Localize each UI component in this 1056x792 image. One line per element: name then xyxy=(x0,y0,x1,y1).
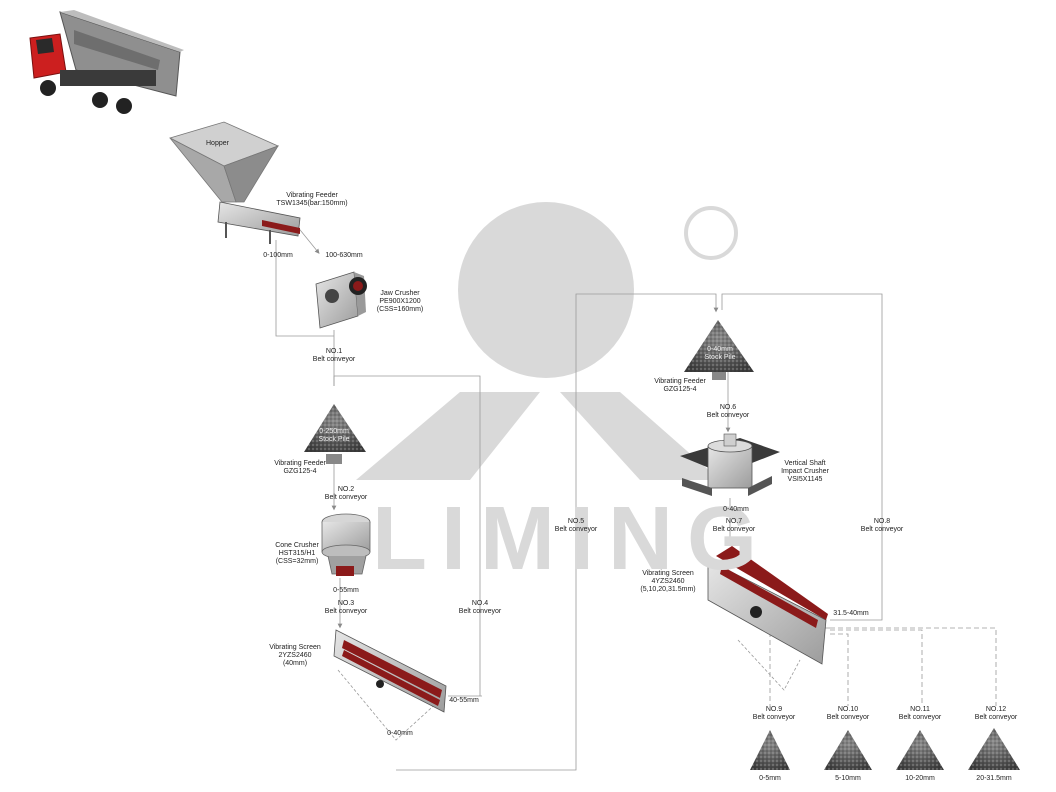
hopper xyxy=(168,121,280,203)
label-line: Belt conveyor xyxy=(554,526,598,533)
label-line: 2YZS2460 xyxy=(278,652,312,659)
label-line: 4YZS2460 xyxy=(651,578,685,585)
label-line: NO.10 xyxy=(837,706,859,713)
vibrating-feeder-main xyxy=(217,201,301,244)
vsi-crusher xyxy=(680,433,780,496)
label-line: VSI5X1145 xyxy=(787,476,823,483)
cone-crusher-label: Cone Crusher HST315/H1 (CSS=32mm) xyxy=(262,542,332,566)
label-line: NO.8 xyxy=(873,518,891,525)
label-line: 0-40mm xyxy=(707,346,733,353)
label-line: Belt conveyor xyxy=(312,356,356,363)
watermark-brand-text: LIMING xyxy=(372,489,771,589)
label-line: Vibrating Screen xyxy=(642,570,694,577)
product-label-3: 10-20mm xyxy=(905,775,935,782)
label-line: (CSS=160mm) xyxy=(376,306,424,313)
size-40-55-label: 40-55mm xyxy=(449,697,479,704)
stock-pile-1 xyxy=(304,404,366,464)
size-100-630-label: 100-630mm xyxy=(325,252,363,259)
label-line: NO.2 xyxy=(337,486,355,493)
conveyor-no4-label: NO.4 Belt conveyor xyxy=(448,600,512,616)
label-line: Belt conveyor xyxy=(898,714,942,721)
vsi-crusher-label: Vertical Shaft Impact Crusher VSI5X1145 xyxy=(770,460,840,484)
jaw-crusher xyxy=(315,271,367,329)
vibrating-screen-2 xyxy=(707,546,828,665)
label-line: (5,10,20,31.5mm) xyxy=(640,586,696,593)
label-line: Stock Pile xyxy=(318,436,350,443)
label-line: (40mm) xyxy=(282,660,308,667)
label-line: Vibrating Feeder xyxy=(654,378,706,385)
vibrating-feeder-2-label: Vibrating Feeder GZG125-4 xyxy=(648,378,712,394)
conveyor-no8-label: NO.8 Belt conveyor xyxy=(850,518,914,534)
label-line: Vibrating Screen xyxy=(269,644,321,651)
watermark-logo xyxy=(356,202,738,480)
label-line: Belt conveyor xyxy=(706,412,750,419)
label-line: HST315/H1 xyxy=(278,550,316,557)
label-line: Vibrating Feeder xyxy=(286,192,338,199)
label-line: Vibrating Feeder xyxy=(274,460,326,467)
conveyor-no7-label: NO.7 Belt conveyor xyxy=(702,518,766,534)
conveyor-no3-label: NO.3 Belt conveyor xyxy=(314,600,378,616)
jaw-crusher-label: Jaw Crusher PE900X1200 (CSS=160mm) xyxy=(364,290,436,314)
conveyor-no12-label: NO.12 Belt conveyor xyxy=(966,706,1026,722)
label-line: Belt conveyor xyxy=(712,526,756,533)
size-31-5-40-label: 31.5-40mm xyxy=(833,610,869,617)
size-0-40-label-a: 0-40mm xyxy=(387,730,413,737)
label-line: Belt conveyor xyxy=(324,494,368,501)
label-line: NO.9 xyxy=(765,706,783,713)
label-line: Belt conveyor xyxy=(826,714,870,721)
conveyor-no9-label: NO.9 Belt conveyor xyxy=(744,706,804,722)
product-piles xyxy=(750,728,1020,770)
stock-pile-1-label: 0-250mm Stock Pile xyxy=(310,428,358,444)
label-line: Stock Pile xyxy=(704,354,736,361)
stock-pile-2-label: 0-40mm Stock Pile xyxy=(696,346,744,362)
stock-pile-2 xyxy=(684,320,754,380)
label-line: Belt conveyor xyxy=(860,526,904,533)
label-line: NO.11 xyxy=(910,706,930,713)
label-line: (CSS=32mm) xyxy=(275,558,319,565)
label-line: NO.4 xyxy=(471,600,489,607)
label-line: Belt conveyor xyxy=(752,714,796,721)
size-0-40-label-b: 0-40mm xyxy=(723,506,749,513)
vibrating-screen-1-label: Vibrating Screen 2YZS2460 (40mm) xyxy=(260,644,330,668)
label-line: Belt conveyor xyxy=(458,608,502,615)
vibrating-screen-2-label: Vibrating Screen 4YZS2460 (5,10,20,31.5m… xyxy=(630,570,706,594)
label-line: NO.1 xyxy=(325,348,343,355)
size-0-100-label: 0-100mm xyxy=(263,252,293,259)
hopper-label-text: Hopper xyxy=(206,140,229,147)
conveyor-no5-label: NO.5 Belt conveyor xyxy=(544,518,608,534)
label-line: NO.3 xyxy=(337,600,355,607)
label-line: GZG125-4 xyxy=(283,468,317,475)
label-line: GZG125-4 xyxy=(663,386,697,393)
label-line: Jaw Crusher xyxy=(380,290,420,297)
conveyor-no11-label: NO.11 Belt conveyor xyxy=(890,706,950,722)
label-line: 0-250mm xyxy=(319,428,349,435)
product-label-2: 5-10mm xyxy=(835,775,861,782)
label-line: Belt conveyor xyxy=(324,608,368,615)
label-line: NO.5 xyxy=(567,518,585,525)
conveyor-no2-label: NO.2 Belt conveyor xyxy=(314,486,378,502)
vibrating-feeder-main-label: Vibrating Feeder TSW1345(bar:150mm) xyxy=(262,192,362,208)
product-label-4: 20-31.5mm xyxy=(976,775,1012,782)
product-label-1: 0-5mm xyxy=(759,775,781,782)
conveyor-no10-label: NO.10 Belt conveyor xyxy=(818,706,878,722)
label-line: NO.7 xyxy=(725,518,743,525)
label-line: NO.12 xyxy=(985,706,1007,713)
conveyor-no6-label: NO.6 Belt conveyor xyxy=(696,404,760,420)
label-line: TSW1345(bar:150mm) xyxy=(276,200,348,207)
label-line: NO.6 xyxy=(719,404,737,411)
size-0-55-label: 0-55mm xyxy=(333,587,359,594)
label-line: Impact Crusher xyxy=(781,468,829,475)
vibrating-screen-1 xyxy=(333,629,447,713)
vibrating-feeder-1-label: Vibrating Feeder GZG125-4 xyxy=(268,460,332,476)
conveyor-no1-label: NO.1 Belt conveyor xyxy=(302,348,366,364)
label-line: Belt conveyor xyxy=(974,714,1018,721)
label-line: Cone Crusher xyxy=(275,542,319,549)
label-line: PE900X1200 xyxy=(379,298,421,305)
hopper-label: Hopper xyxy=(206,140,229,148)
dump-truck xyxy=(29,10,184,114)
label-line: Vertical Shaft xyxy=(784,460,826,467)
cone-crusher xyxy=(321,513,371,576)
